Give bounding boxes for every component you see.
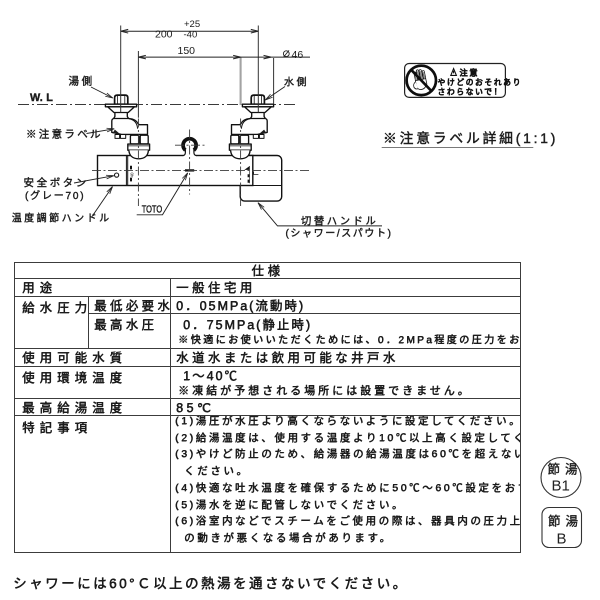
svg-text:※注意ラベル詳細(1:1): ※注意ラベル詳細(1:1) bbox=[383, 130, 558, 146]
svg-text:さわらないで！: さわらないで！ bbox=[438, 88, 503, 97]
svg-text:40: 40 bbox=[129, 172, 134, 178]
svg-text:-40: -40 bbox=[184, 30, 198, 41]
svg-text:(シャワー/スパウト): (シャワー/スパウト) bbox=[286, 228, 393, 240]
svg-text:(グレー70): (グレー70) bbox=[25, 189, 85, 202]
svg-text:B: B bbox=[557, 531, 567, 548]
svg-text:※注意ラベル: ※注意ラベル bbox=[26, 128, 103, 141]
svg-text:46: 46 bbox=[292, 49, 304, 61]
svg-text:水側: 水側 bbox=[284, 76, 309, 89]
svg-text:切替ハンドル: 切替ハンドル bbox=[301, 215, 378, 228]
svg-text:W. L: W. L bbox=[30, 92, 53, 104]
svg-text:B1: B1 bbox=[552, 478, 570, 495]
svg-text:湯側: 湯側 bbox=[69, 75, 95, 88]
svg-text:安全ボタン: 安全ボタン bbox=[24, 176, 90, 189]
svg-text:節湯: 節湯 bbox=[548, 514, 583, 529]
svg-text:節湯: 節湯 bbox=[548, 462, 583, 477]
svg-text:TOTO: TOTO bbox=[142, 205, 163, 216]
svg-text:200: 200 bbox=[155, 29, 173, 41]
svg-text:150: 150 bbox=[178, 45, 196, 57]
svg-text:温度調節ハンドル: 温度調節ハンドル bbox=[12, 212, 112, 225]
svg-text:やけどのおそれあり: やけどのおそれあり bbox=[438, 77, 522, 87]
svg-text:+25: +25 bbox=[184, 19, 200, 30]
svg-text:注意: 注意 bbox=[460, 68, 480, 78]
